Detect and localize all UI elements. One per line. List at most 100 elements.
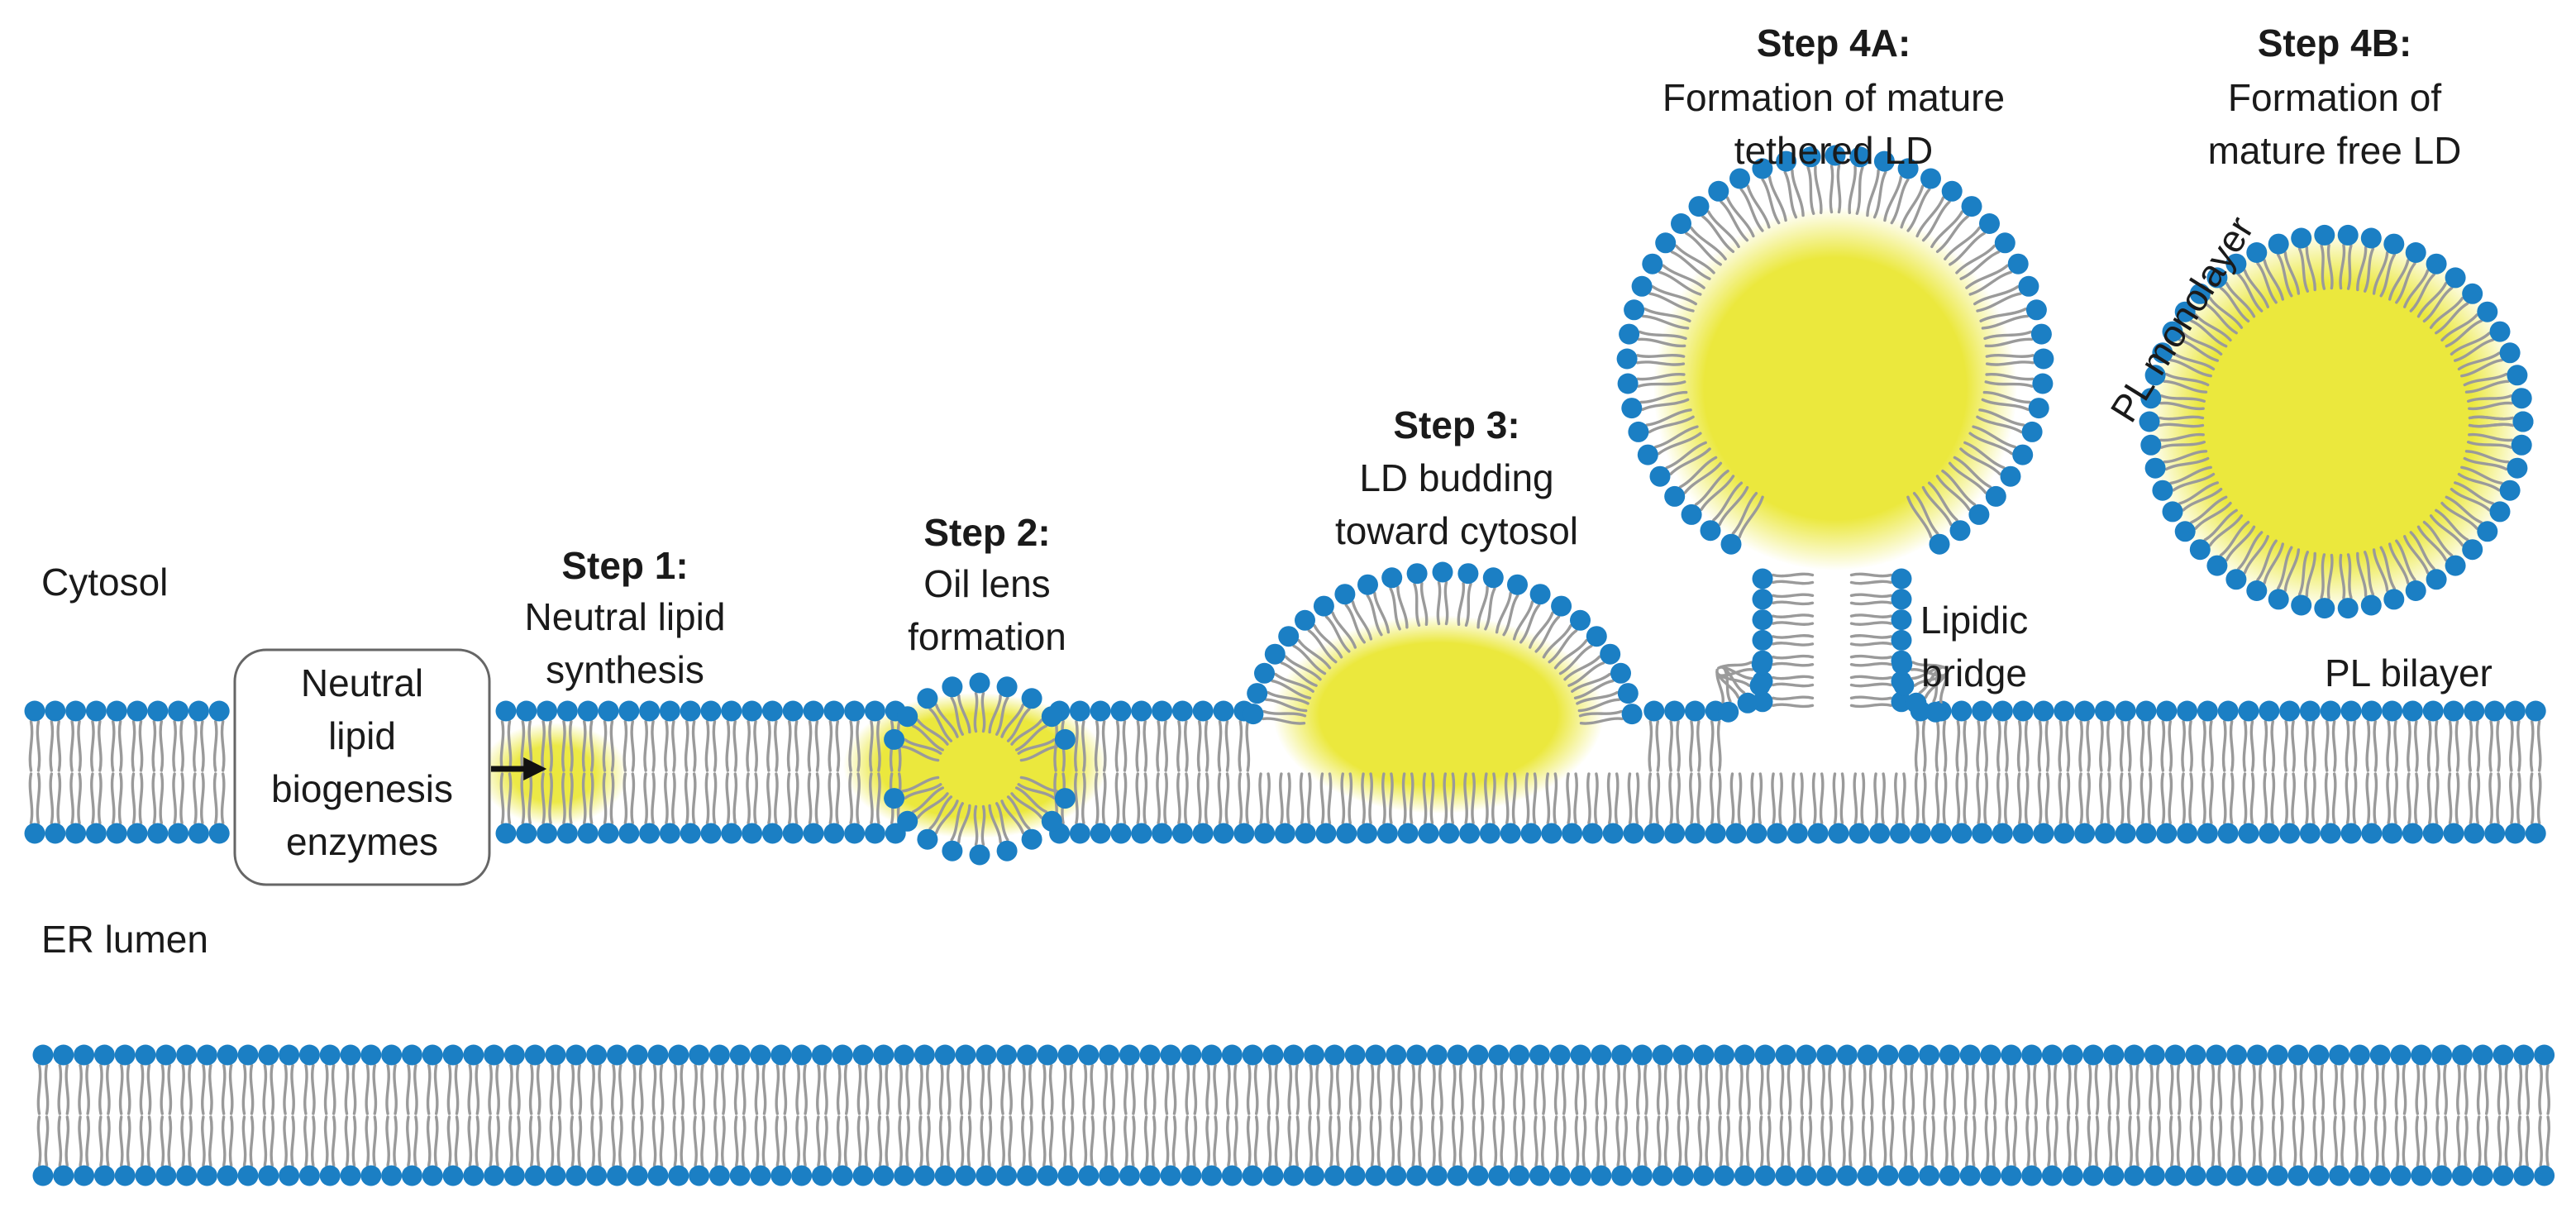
phospholipid-head-icon — [1551, 595, 1572, 617]
phospholipid-head-icon — [1816, 1044, 1838, 1066]
phospholipid-head-icon — [1201, 1165, 1223, 1186]
phospholipid-head-icon — [2443, 700, 2464, 722]
phospholipid-head-icon — [2484, 823, 2506, 844]
phospholipid-head-icon — [2103, 1044, 2125, 1066]
phospholipid-head-icon — [1959, 1165, 1981, 1186]
phospholipid-head-icon — [1930, 823, 1952, 844]
phospholipid-head-icon — [1836, 1044, 1858, 1066]
phospholipid-head-icon — [729, 1165, 751, 1186]
phospholipid-head-icon — [832, 1044, 853, 1066]
phospholipid-head-icon — [1037, 1165, 1058, 1186]
phospholipid-head-icon — [894, 1044, 915, 1066]
phospholipid-head-icon — [2451, 1044, 2473, 1066]
phospholipid-head-icon — [2329, 1044, 2350, 1066]
phospholipid-head-icon — [2152, 342, 2173, 364]
phospholipid-head-icon — [319, 1165, 341, 1186]
phospholipid-head-icon — [126, 700, 148, 722]
phospholipid-head-icon — [2226, 1044, 2248, 1066]
phospholipid-head-icon — [2007, 253, 2029, 274]
phospholipid-head-icon — [1376, 823, 1398, 844]
phospholipid-head-icon — [2512, 411, 2534, 432]
phospholipid-head-icon — [897, 810, 918, 832]
phospholipid-head-icon — [1549, 1044, 1571, 1066]
phospholipid-head-icon — [2511, 388, 2532, 409]
phospholipid-head-icon — [852, 1165, 874, 1186]
phospholipid-head-icon — [53, 1165, 74, 1186]
step2-title: Step 2: — [923, 511, 1050, 554]
phospholipid-head-icon — [2287, 1044, 2309, 1066]
phospholipid-head-icon — [2140, 388, 2162, 409]
phospholipid-head-icon — [2001, 1165, 2022, 1186]
phospholipid-head-icon — [2320, 823, 2341, 844]
phospholipid-head-icon — [2152, 480, 2173, 501]
phospholipid-head-icon — [2308, 1165, 2330, 1186]
phospholipid-head-icon — [934, 1044, 956, 1066]
phospholipid-head-icon — [176, 1165, 198, 1186]
phospholipid-head-icon — [516, 823, 537, 844]
phospholipid-head-icon — [401, 1044, 422, 1066]
phospholipid-head-icon — [1069, 700, 1090, 722]
phospholipid-head-icon — [1016, 1044, 1038, 1066]
phospholipid-head-icon — [1247, 683, 1268, 704]
phospholipid-head-icon — [1171, 700, 1193, 722]
phospholipid-head-icon — [1752, 158, 1773, 179]
phospholipid-head-icon — [135, 1165, 156, 1186]
phospholipid-head-icon — [2472, 1044, 2493, 1066]
phospholipid-head-icon — [1447, 1165, 1468, 1186]
phospholipid-head-icon — [1737, 692, 1758, 713]
phospholipid-head-icon — [2124, 1165, 2145, 1186]
phospholipid-head-icon — [1617, 373, 1639, 394]
phospholipid-head-icon — [700, 823, 722, 844]
phospholipid-head-icon — [996, 1165, 1018, 1186]
phospholipid-head-icon — [627, 1165, 648, 1186]
phospholipid-head-icon — [1099, 1044, 1120, 1066]
phospholipid-head-icon — [2033, 348, 2054, 370]
phospholipid-head-icon — [463, 1165, 484, 1186]
phospholipid-head-icon — [2238, 823, 2259, 844]
phospholipid-head-icon — [1160, 1165, 1181, 1186]
phospholipid-head-icon — [1054, 728, 1076, 750]
er-membrane-bilayer — [24, 700, 2546, 844]
phospholipid-head-icon — [2462, 539, 2483, 561]
phospholipid-head-icon — [1836, 1165, 1858, 1186]
phospholipid-head-icon — [2426, 253, 2447, 274]
phospholipid-head-icon — [1664, 485, 1686, 507]
phospholipid-head-icon — [2493, 1044, 2514, 1066]
phospholipid-head-icon — [2206, 267, 2228, 289]
phospholipid-head-icon — [2033, 700, 2054, 722]
phospholipid-head-icon — [1681, 504, 1702, 525]
phospholipid-head-icon — [1357, 823, 1378, 844]
phospholipid-head-icon — [1951, 700, 1973, 722]
phospholipid-head-icon — [2337, 224, 2359, 246]
phospholipid-head-icon — [1796, 1165, 1817, 1186]
phospholipid-head-icon — [1406, 563, 1428, 585]
phospholipid-head-icon — [1447, 1044, 1468, 1066]
phospholipid-head-icon — [1242, 1044, 1263, 1066]
phospholipid-head-icon — [2340, 700, 2362, 722]
enzyme-box-frame — [233, 648, 491, 886]
phospholipid-head-icon — [2477, 521, 2498, 542]
phospholipid-head-icon — [606, 1165, 627, 1186]
phospholipid-head-icon — [729, 1044, 751, 1066]
phospholipid-head-icon — [577, 700, 599, 722]
phospholipid-head-icon — [770, 1044, 792, 1066]
phospholipid-head-icon — [1891, 568, 1912, 589]
enzyme-box-line2: lipid — [328, 714, 396, 757]
phospholipid-head-icon — [2246, 580, 2268, 601]
phospholipid-head-icon — [721, 823, 742, 844]
phospholipid-head-icon — [1581, 823, 1603, 844]
phospholipid-head-icon — [1324, 1165, 1345, 1186]
phospholipid-head-icon — [516, 700, 537, 722]
phospholipid-head-icon — [976, 1165, 997, 1186]
phospholipid-head-icon — [298, 1165, 320, 1186]
phospholipid-head-icon — [770, 1165, 792, 1186]
phospholipid-head-icon — [1734, 1165, 1755, 1186]
phospholipid-head-icon — [1787, 823, 1808, 844]
phospholipid-head-icon — [1313, 595, 1334, 617]
phospholipid-head-icon — [1562, 823, 1583, 844]
phospholipid-head-icon — [188, 700, 209, 722]
phospholipid-head-icon — [2405, 242, 2426, 263]
phospholipid-head-icon — [1672, 1044, 1694, 1066]
phospholipid-head-icon — [1752, 589, 1773, 610]
phospholipid-head-icon — [689, 1165, 710, 1186]
